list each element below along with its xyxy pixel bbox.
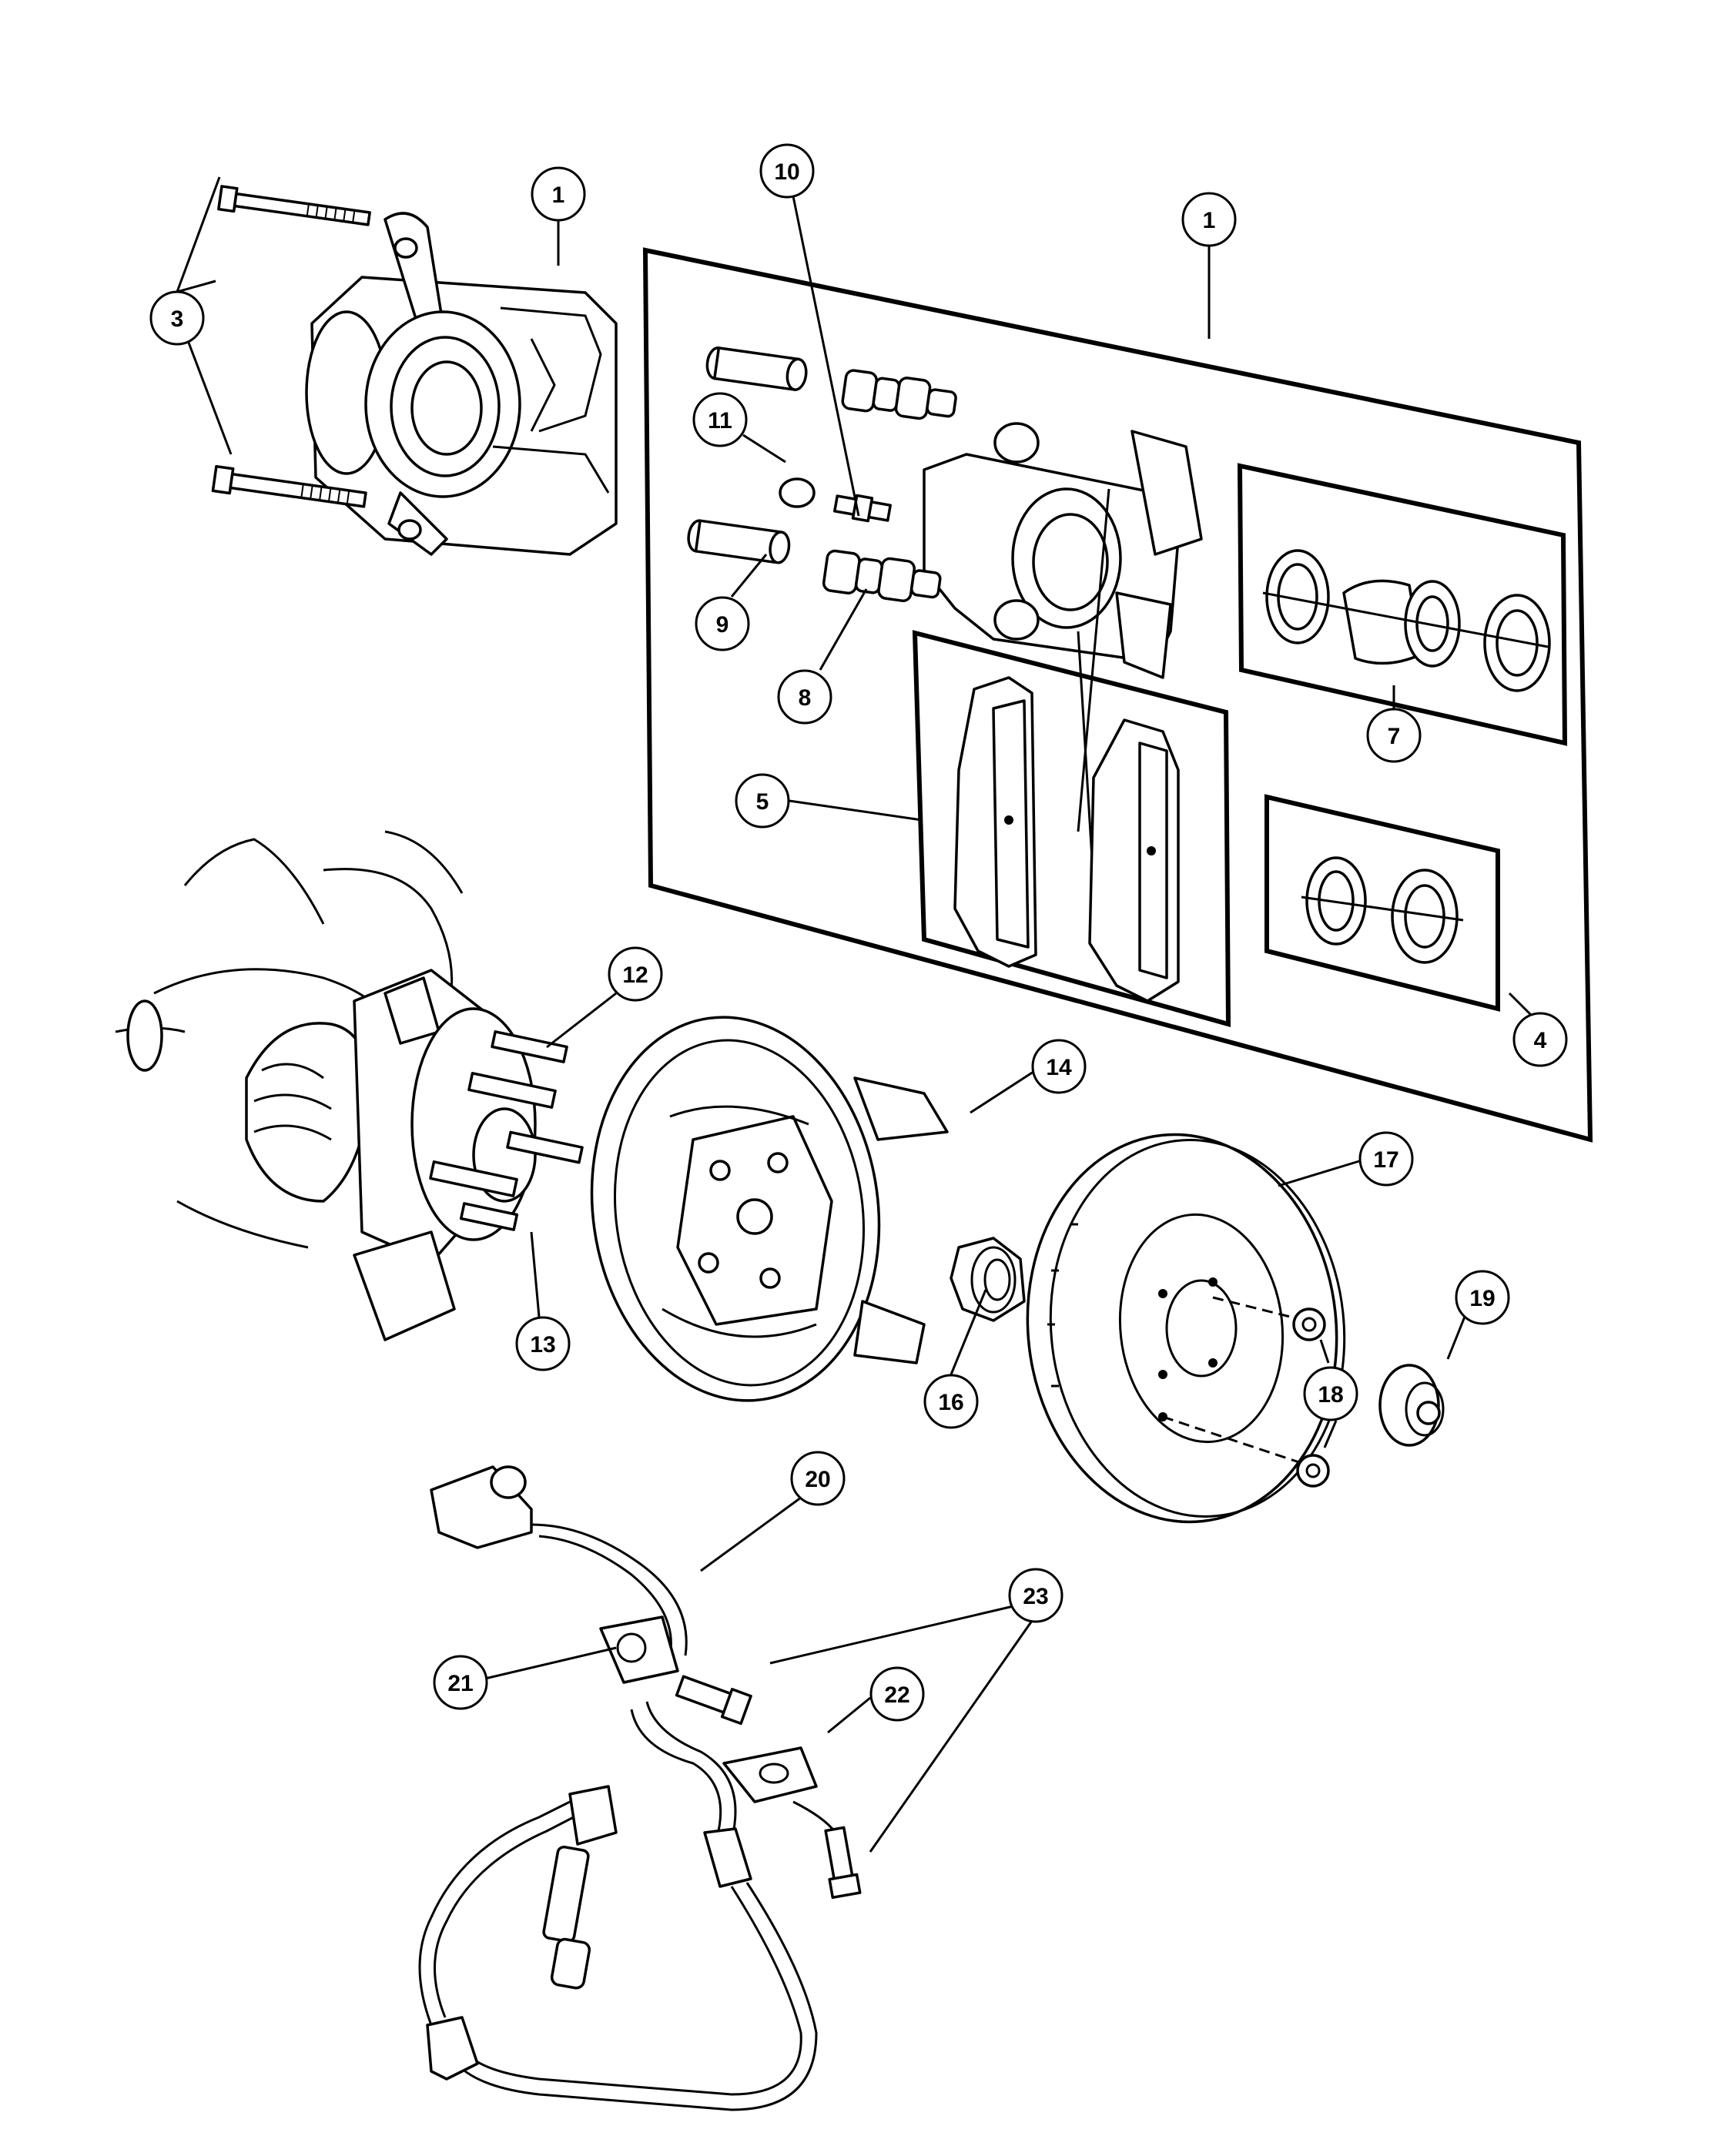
caliper-assembly (305, 212, 618, 556)
callout-13[interactable]: 13 (515, 1316, 571, 1371)
sensor-screws (675, 1675, 862, 1900)
callout-label: 1 (552, 182, 565, 208)
wheel-studs (429, 1030, 584, 1231)
guide-pins (687, 346, 808, 564)
callout-1a[interactable]: 1 (531, 166, 586, 222)
callout-23[interactable]: 23 (1008, 1568, 1063, 1623)
callout-label: 12 (622, 962, 648, 988)
callout-label: 16 (938, 1390, 963, 1415)
callout-22[interactable]: 22 (869, 1666, 925, 1722)
callout-label: 22 (884, 1682, 909, 1708)
callout-label: 13 (530, 1332, 555, 1358)
callout-1b[interactable]: 1 (1181, 192, 1237, 247)
callout-21[interactable]: 21 (433, 1655, 488, 1710)
caliper-mounting-bolts (211, 185, 371, 508)
caliper-repair-kit-panel (642, 247, 1593, 1143)
bleeder-screw (833, 494, 892, 523)
callout-label: 9 (716, 612, 729, 638)
callout-label: 11 (708, 408, 732, 434)
callout-label: 10 (774, 159, 799, 185)
callout-7[interactable]: 7 (1366, 708, 1422, 763)
callout-9[interactable]: 9 (695, 596, 750, 651)
brake-pads (912, 630, 1231, 1027)
callout-label: 4 (1534, 1028, 1547, 1053)
callout-label: 17 (1373, 1147, 1398, 1173)
callout-3[interactable]: 3 (149, 290, 205, 346)
callout-label: 7 (1388, 724, 1401, 749)
leader-lines (176, 176, 1534, 1853)
callout-label: 14 (1046, 1055, 1072, 1080)
hub-nut (950, 1237, 1026, 1322)
callout-16[interactable]: 16 (923, 1374, 979, 1429)
sensor-bracket (722, 1746, 837, 1833)
bleeder-cap (779, 477, 816, 508)
guide-pin-bushings (822, 369, 957, 603)
brake-rotor (1026, 1133, 1346, 1524)
callout-8[interactable]: 8 (777, 669, 832, 725)
callout-label: 23 (1023, 1584, 1048, 1609)
callout-label: 1 (1203, 208, 1216, 233)
callout-18[interactable]: 18 (1303, 1366, 1358, 1421)
callout-label: 5 (756, 789, 769, 815)
caliper-body-detail (923, 422, 1203, 948)
callout-20[interactable]: 20 (790, 1451, 846, 1506)
callout-19[interactable]: 19 (1455, 1270, 1510, 1325)
callout-label: 8 (799, 685, 812, 711)
callout-label: 3 (171, 306, 184, 332)
callout-11[interactable]: 11 (692, 392, 748, 447)
cable-clip (599, 1615, 679, 1684)
piston-boot-kit (1264, 794, 1500, 1012)
callout-17[interactable]: 17 (1358, 1131, 1414, 1187)
callout-5[interactable]: 5 (735, 773, 790, 829)
callout-14[interactable]: 14 (1031, 1039, 1087, 1094)
dust-shield (590, 1016, 949, 1402)
piston-seal-kit (1237, 463, 1568, 746)
hub-cap (1378, 1364, 1445, 1447)
callout-label: 18 (1318, 1382, 1343, 1408)
rotor-retainers (1162, 1296, 1330, 1488)
callout-label: 21 (447, 1671, 473, 1696)
abs-wheel-speed-sensor (418, 1465, 818, 2111)
callout-label: 20 (805, 1467, 830, 1492)
callout-4[interactable]: 4 (1512, 1012, 1568, 1067)
callout-12[interactable]: 12 (608, 946, 663, 1002)
callout-10[interactable]: 10 (759, 143, 815, 199)
callout-label: 19 (1469, 1286, 1495, 1311)
